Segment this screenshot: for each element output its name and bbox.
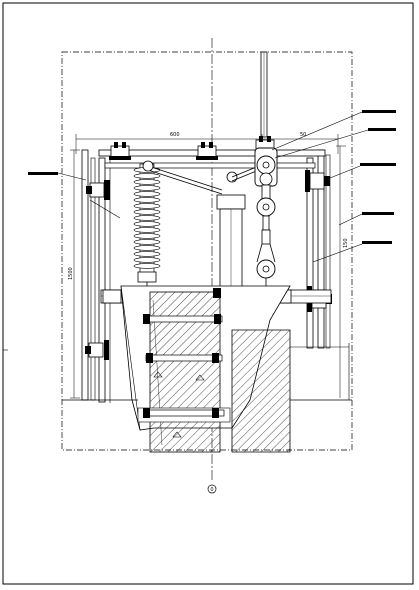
axis-marker [207,484,217,494]
insulator-rib [133,179,161,185]
insulator-rib [133,263,161,269]
callout-box [362,212,394,215]
callout-box [368,128,396,131]
insulator-rib [133,239,161,245]
left-dimension: 1500 [68,149,80,399]
insulator-rib [133,221,161,227]
callout-box [362,110,396,113]
insulator-rib [133,197,161,203]
operating-mechanism [254,147,278,292]
dim-top-width: 600 [170,132,180,138]
right-dimension: 150 [336,145,349,398]
insulator-rib [133,233,161,239]
left-frame [81,149,111,403]
top-clamps [109,136,275,160]
insulator-rib [133,245,161,251]
axis-marker-label: 0 [210,487,213,493]
insulator-rib [133,251,161,257]
insulator-rib [133,209,161,215]
callout-box [362,241,392,244]
sheet-border [2,2,414,585]
insulator-rib [133,191,161,197]
callout-box [28,172,58,175]
callout-box [360,163,396,166]
insulator [133,163,161,290]
bolted-plates [143,288,225,418]
dim-left-height: 1500 [68,267,74,280]
insulator-rib [133,203,161,209]
dim-top-right: 50 [300,132,306,138]
callouts [28,110,396,263]
central-post [216,194,246,290]
dim-right-gap: 150 [343,238,349,248]
insulator-rib [133,173,161,179]
insulator-rib [133,185,161,191]
insulator-rib [133,257,161,263]
insulator-rib [133,227,161,233]
insulator-rib [133,215,161,221]
flow-markers [153,371,205,438]
